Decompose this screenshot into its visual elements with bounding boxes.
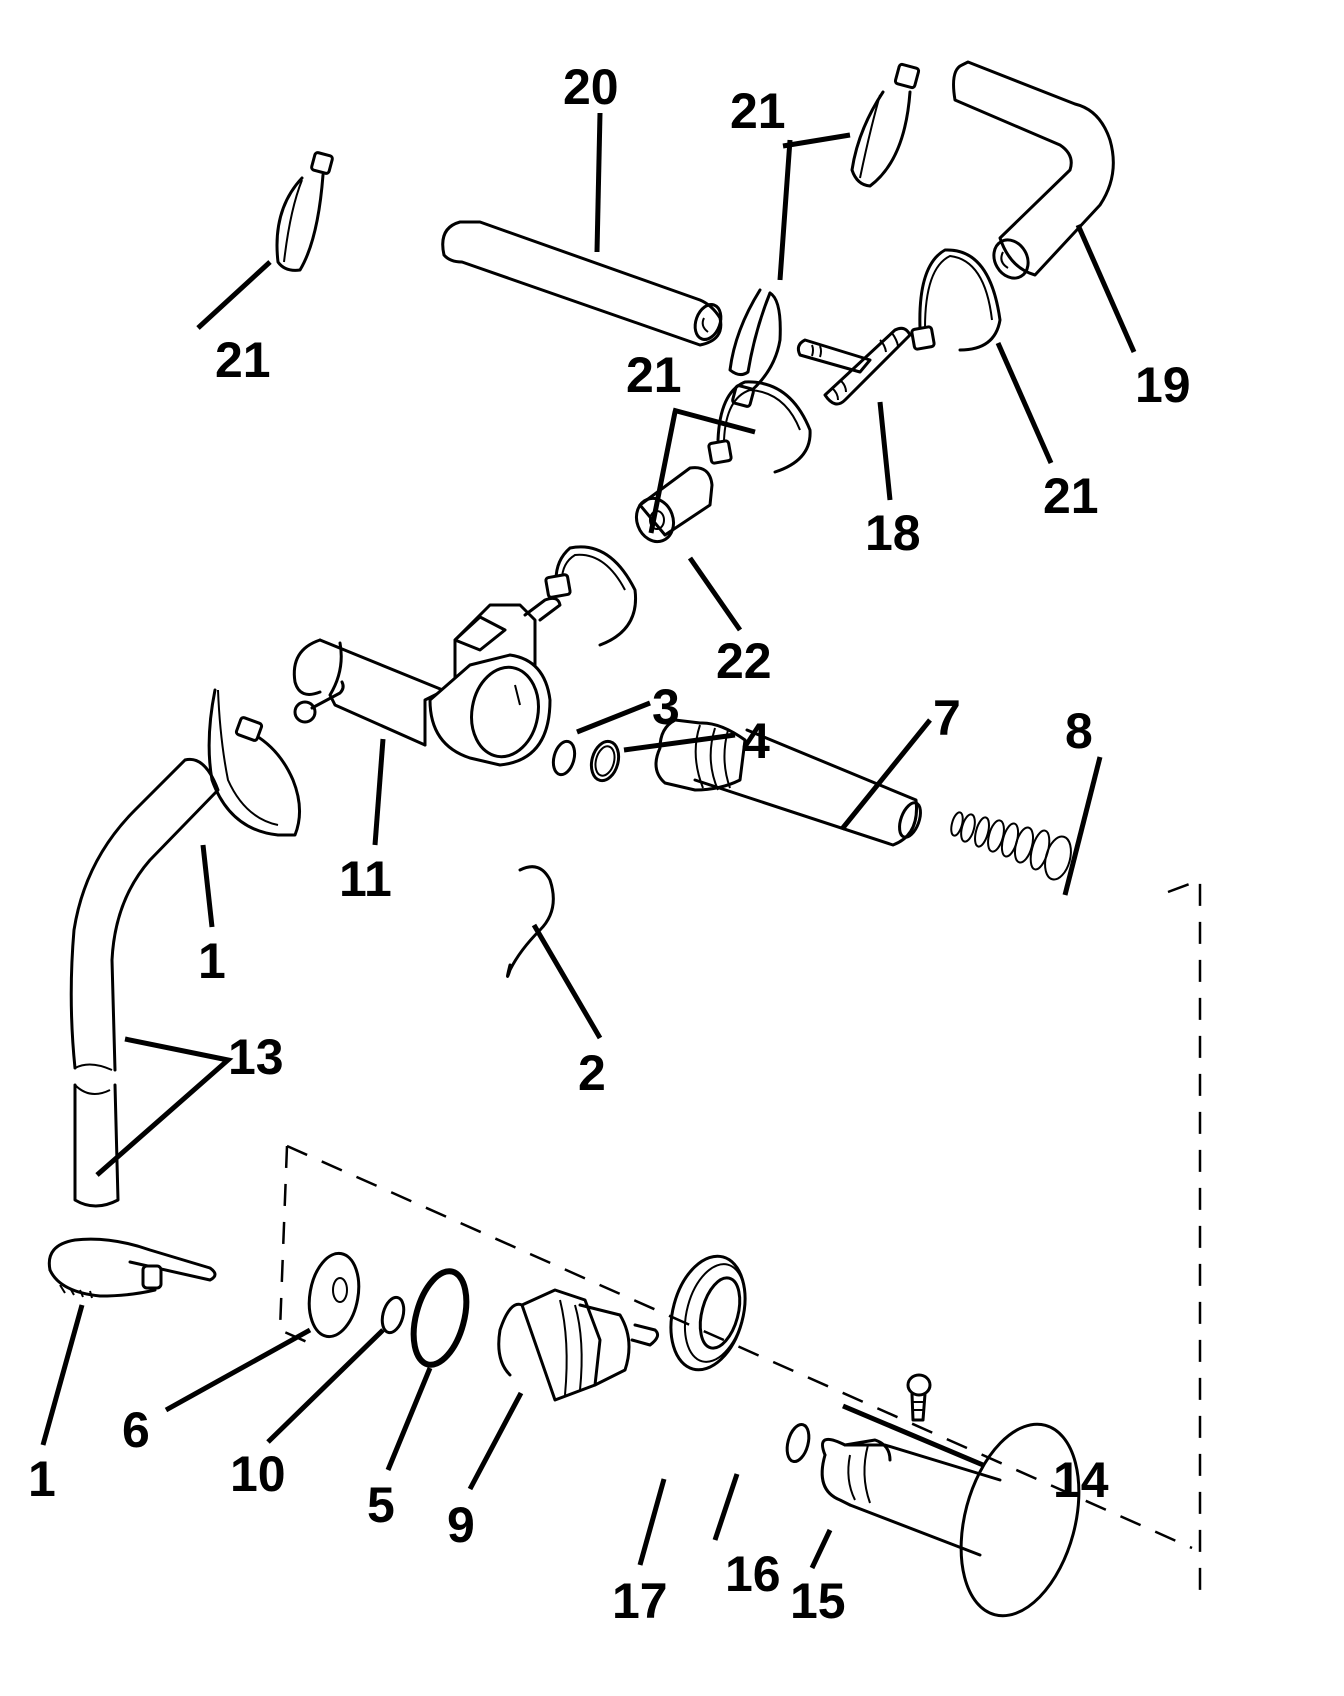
part-21-cable-tie-mid-lower <box>544 545 638 647</box>
callout-21-top: 21 <box>730 83 786 139</box>
part-21-cable-tie-left <box>275 151 334 272</box>
callout-21-mid: 21 <box>626 347 682 403</box>
callout-11: 11 <box>339 851 392 907</box>
part-10-o-ring <box>380 1295 406 1335</box>
callout-1-top: 1 <box>198 933 226 989</box>
callout-9: 9 <box>447 1497 475 1553</box>
leader-20 <box>594 112 603 253</box>
assembly-dashed-lines <box>278 878 1202 1590</box>
callout-18: 18 <box>865 505 921 561</box>
leader-16 <box>712 1473 740 1541</box>
leader-13 <box>95 1036 234 1177</box>
leader-21-top <box>777 132 851 281</box>
part-3-o-ring <box>551 739 577 777</box>
part-20-straight-hose <box>441 220 723 347</box>
leader-1-top <box>200 844 215 928</box>
callout-4: 4 <box>742 713 770 769</box>
leader-17 <box>637 1478 667 1566</box>
part-8-spring <box>950 811 1072 881</box>
leader-5 <box>385 1367 433 1471</box>
part-22-connector-sleeve <box>634 466 714 544</box>
leader-22 <box>687 556 743 632</box>
leader-11 <box>372 738 386 846</box>
callout-labels: 20 21 21 19 21 21 18 22 3 4 7 8 11 1 2 1… <box>28 59 1191 1629</box>
part-14-screw <box>906 1373 932 1422</box>
part-1-hose-clamp-bottom <box>47 1237 217 1299</box>
part-21-cable-tie-center <box>728 288 782 408</box>
leader-7 <box>840 718 932 831</box>
callout-1-bottom: 1 <box>28 1451 56 1507</box>
callout-17: 17 <box>612 1573 668 1629</box>
callout-16: 16 <box>725 1546 781 1602</box>
part-6-washer <box>307 1251 361 1339</box>
callout-6: 6 <box>122 1402 150 1458</box>
part-11-valve-body <box>292 596 562 767</box>
leader-lines <box>40 112 1137 1570</box>
callout-2: 2 <box>578 1045 606 1101</box>
callout-3: 3 <box>652 679 680 735</box>
leader-3 <box>576 700 651 735</box>
leader-2 <box>531 923 603 1040</box>
callout-22: 22 <box>716 633 772 689</box>
callout-8: 8 <box>1065 703 1093 759</box>
leader-14 <box>842 1403 984 1468</box>
part-21-cable-tie-mid-upper <box>707 380 812 474</box>
part-16-o-ring <box>785 1422 811 1464</box>
part-13-hose <box>69 757 220 1208</box>
part-2-retaining-ring <box>506 865 555 978</box>
part-7-plunger-shaft <box>654 718 922 847</box>
leader-1-bottom <box>40 1304 85 1446</box>
part-17-retainer-nut <box>669 1254 747 1372</box>
callout-13: 13 <box>228 1029 284 1085</box>
callout-5: 5 <box>367 1477 395 1533</box>
part-18-tee-fitting <box>796 326 912 406</box>
part-5-seal-ring <box>410 1268 470 1368</box>
callout-14: 14 <box>1053 1452 1109 1508</box>
part-21-cable-tie-right <box>910 248 1002 352</box>
part-4-o-ring <box>589 739 621 783</box>
leader-8 <box>1062 756 1103 896</box>
leader-18 <box>877 401 893 501</box>
leader-21-mid <box>648 407 756 534</box>
leader-21-right <box>995 341 1054 465</box>
leader-19 <box>1075 223 1137 354</box>
callout-21-left: 21 <box>215 332 271 388</box>
part-19-elbow-hose <box>952 60 1115 280</box>
leader-6 <box>164 1327 312 1413</box>
part-21-cable-tie-top <box>850 62 921 188</box>
leader-10 <box>266 1328 385 1444</box>
callout-15: 15 <box>790 1573 846 1629</box>
part-1-hose-clamp-top <box>207 688 301 837</box>
leader-15 <box>809 1528 833 1570</box>
callout-20: 20 <box>563 59 619 115</box>
leader-21-left <box>196 260 272 330</box>
leader-4 <box>623 732 736 753</box>
callout-10: 10 <box>230 1446 286 1502</box>
callout-21-right: 21 <box>1043 468 1099 524</box>
callout-7: 7 <box>933 690 961 746</box>
callout-19: 19 <box>1135 357 1191 413</box>
leader-9 <box>467 1391 524 1491</box>
part-15-knob <box>820 1422 1081 1618</box>
part-9-threaded-fitting <box>497 1288 660 1402</box>
